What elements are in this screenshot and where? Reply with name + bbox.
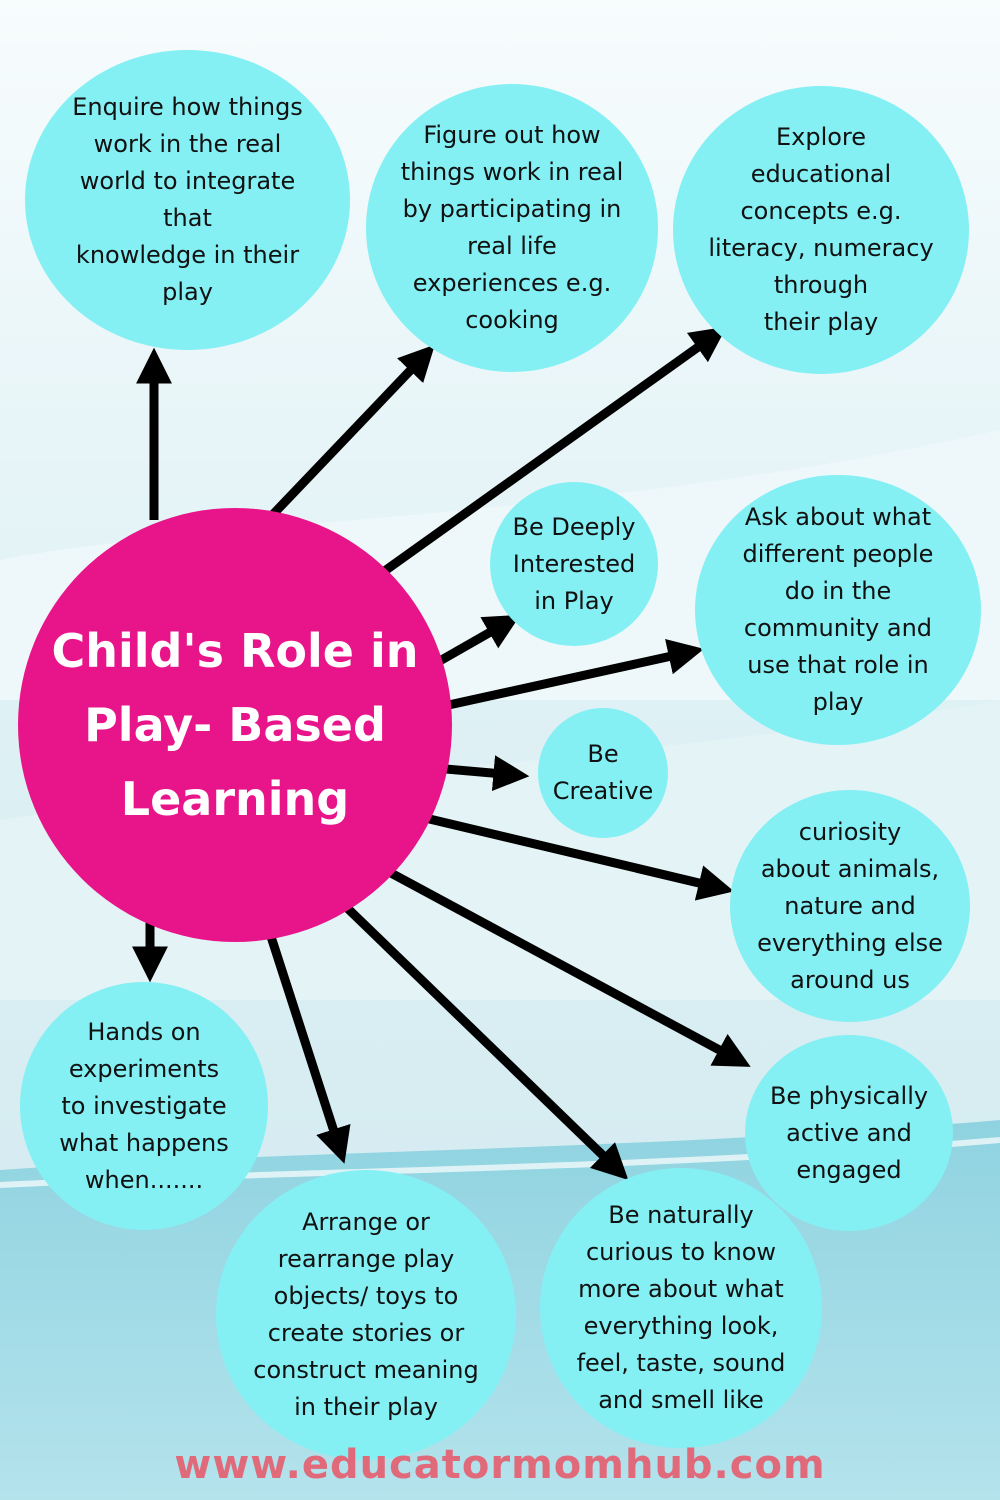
arrow-explore [362, 326, 727, 589]
arrow-figure-out [256, 344, 435, 532]
bubble-creative: Be Creative [538, 708, 668, 838]
bubble-deeply-interested: Be Deeply Interested in Play [490, 482, 658, 646]
bubble-naturally-curious: Be naturally curious to know more about … [540, 1168, 822, 1448]
bubble-curiosity: curiosity about animals, nature and ever… [730, 790, 970, 1022]
bubble-physically-active: Be physically active and engaged [745, 1035, 953, 1231]
arrow-physically-active [349, 848, 751, 1067]
bubble-enquire: Enquire how things work in the real worl… [25, 50, 350, 350]
arrow-curiosity [398, 807, 735, 901]
arrow-naturally-curious [306, 868, 629, 1181]
footer-url[interactable]: www.educatormomhub.com [174, 1442, 826, 1488]
arrow-ask-people [434, 639, 705, 713]
bubble-figure-out: Figure out how things work in real by pa… [366, 84, 658, 372]
bubble-hands-on: Hands on experiments to investigate what… [20, 982, 268, 1230]
bubble-explore: Explore educational concepts e.g. litera… [673, 86, 969, 374]
bubble-arrange: Arrange or rearrange play objects/ toys … [216, 1170, 516, 1460]
bubble-ask-people: Ask about what different people do in th… [695, 475, 981, 745]
center-title: Child's Role in Play- Based Learning [18, 508, 452, 942]
